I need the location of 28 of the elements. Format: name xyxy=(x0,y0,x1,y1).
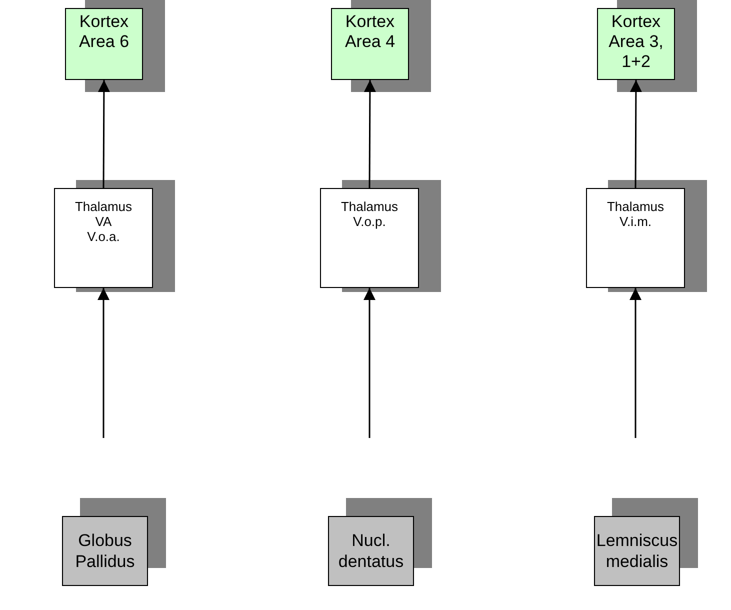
box-label: Nucl. dentatus xyxy=(337,530,405,572)
cortex-box xyxy=(331,8,409,80)
box-label: V.o.p. xyxy=(353,214,386,229)
source-box xyxy=(62,516,148,586)
box-label: Thalamus xyxy=(340,199,398,214)
source-box xyxy=(594,516,680,586)
box-label: Globus Pallidus xyxy=(74,530,136,572)
source-box xyxy=(328,516,414,586)
arrow xyxy=(630,288,642,438)
thalamus-box xyxy=(54,188,153,288)
box-label: Lemniscus medialis xyxy=(595,530,679,572)
arrow xyxy=(364,288,376,438)
arrow xyxy=(98,80,110,188)
box-label: Thalamus xyxy=(606,199,664,214)
box-label: Kortex Area 3, 1+2 xyxy=(608,12,664,72)
cortex-box xyxy=(65,8,143,80)
thalamus-box xyxy=(320,188,419,288)
box-label: VA xyxy=(95,214,112,229)
cortex-box xyxy=(597,8,675,80)
arrow xyxy=(364,80,376,188)
box-label: Kortex Area 4 xyxy=(344,12,396,52)
box-label: Thalamus xyxy=(74,199,132,214)
thalamus-box xyxy=(586,188,685,288)
arrow xyxy=(98,288,110,438)
arrow xyxy=(630,80,642,188)
box-label: V.i.m. xyxy=(619,214,652,229)
box-label: Kortex Area 6 xyxy=(78,12,130,52)
box-label: V.o.a. xyxy=(87,229,120,244)
